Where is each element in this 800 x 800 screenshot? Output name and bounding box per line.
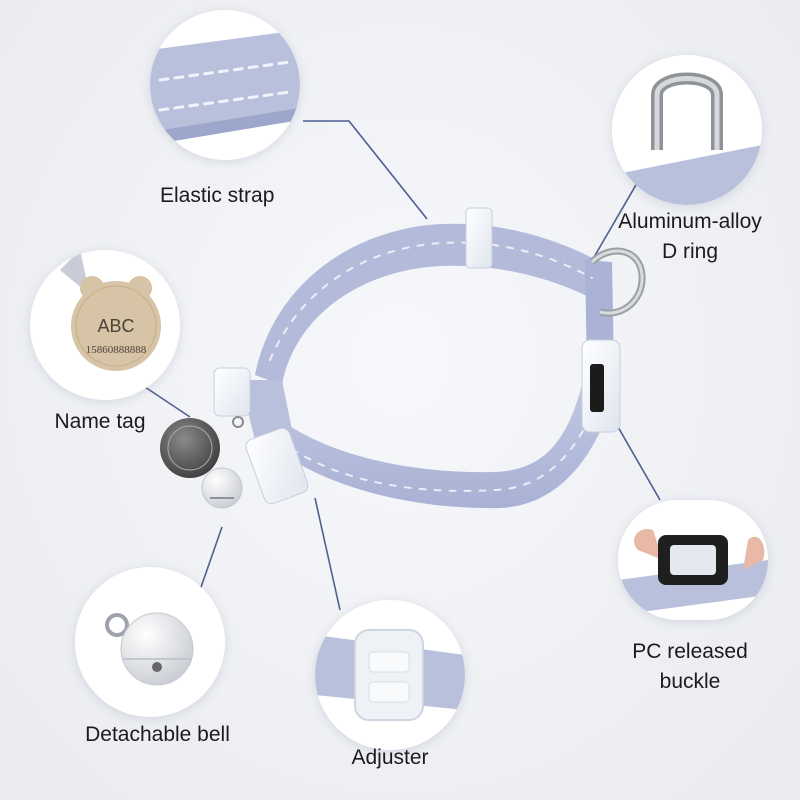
label-name-tag: Name tag <box>54 410 146 433</box>
connector-d-ring <box>589 177 641 265</box>
name-tag-closeup-image <box>30 250 180 400</box>
detail-circle-bell <box>75 567 225 717</box>
label-bell: Detachable bell <box>85 723 230 746</box>
label-elastic-strap: Elastic strap <box>160 184 275 207</box>
strap-closeup-image <box>150 10 300 160</box>
bell-closeup-image <box>75 567 225 717</box>
detail-circle-d-ring <box>612 55 762 205</box>
connector-bell <box>199 526 223 591</box>
detail-circle-buckle <box>618 500 768 620</box>
detail-circle-name-tag: ABC 15860888888 <box>30 250 180 400</box>
connector-elastic-strap <box>303 120 428 220</box>
detail-circle-adjuster <box>315 600 465 750</box>
adjuster-closeup-image <box>315 600 465 750</box>
buckle-closeup-image <box>618 500 768 620</box>
tag-engraving-phone: 15860888888 <box>85 344 147 356</box>
detail-circle-elastic-strap <box>150 10 300 160</box>
connector-adjuster <box>314 497 341 611</box>
label-d-ring-line2: D ring <box>661 240 719 263</box>
label-buckle-line1: PC released <box>632 640 748 663</box>
tag-engraving-name: ABC <box>97 316 135 336</box>
label-adjuster: Adjuster <box>351 746 429 769</box>
d-ring-closeup-image <box>612 55 762 205</box>
label-d-ring-line1: Aluminum-alloy <box>618 210 762 233</box>
label-buckle-line2: buckle <box>659 670 721 693</box>
